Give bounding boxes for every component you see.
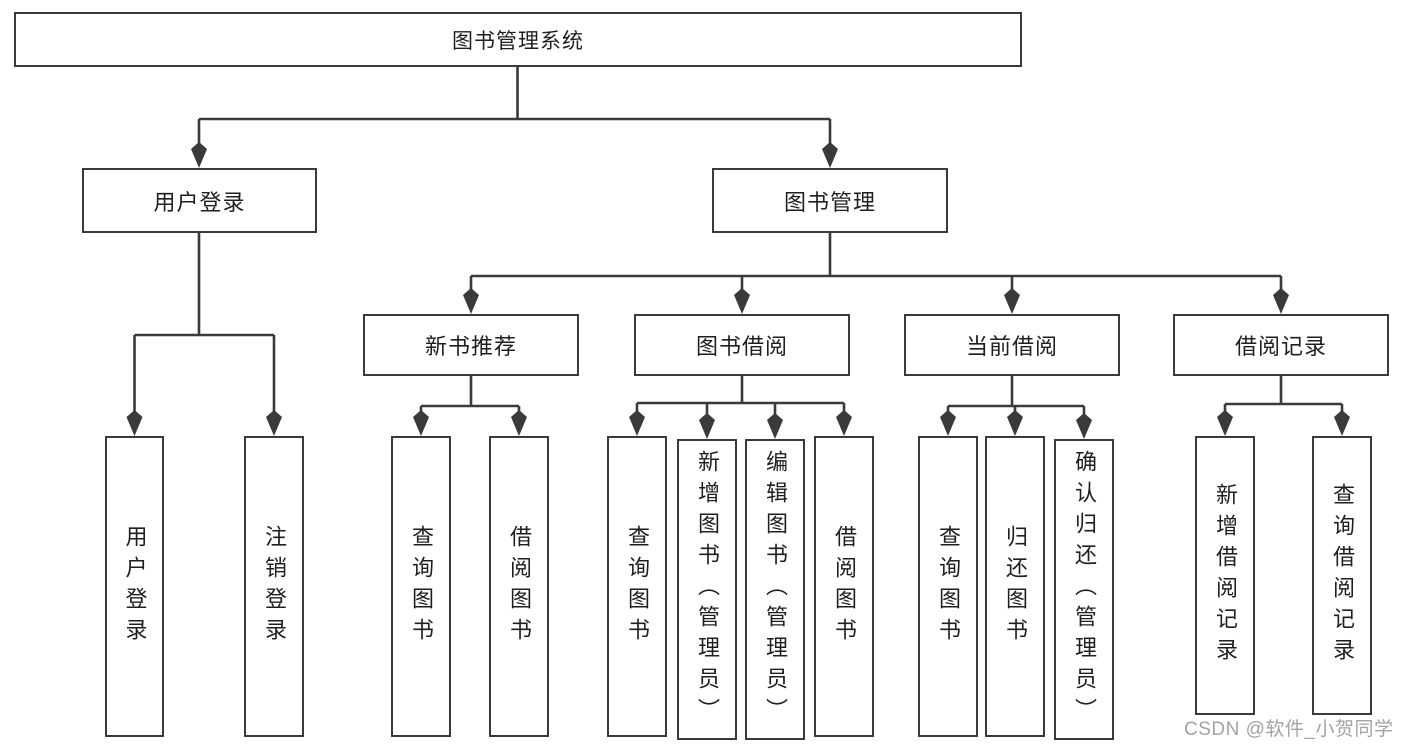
node-new-book-recommend: 新书推荐 [363, 314, 579, 376]
arrowhead-icon [1217, 410, 1233, 436]
edge-newbook-to-leaves [419, 376, 521, 418]
arrowhead-icon [767, 413, 783, 439]
arrowhead-icon [463, 288, 479, 314]
leaf-records-query-record: 查询借阅记录 [1312, 436, 1372, 715]
node-book-borrowing: 图书借阅 [634, 314, 850, 376]
arrowhead-icon [126, 410, 143, 436]
node-user-login: 用户登录 [82, 168, 317, 233]
arrowhead-icon [1007, 410, 1023, 436]
node-current-borrowing: 当前借阅 [904, 314, 1120, 376]
arrowhead-icon [1076, 413, 1092, 439]
leaf-label: 借阅图书 [507, 524, 532, 649]
arrowhead-icon [822, 142, 838, 168]
leaf-borrowing-add-book-admin: 新增图书（管理员） [677, 439, 737, 740]
node-book-management: 图书管理 [712, 168, 948, 233]
leaf-label: 查询图书 [409, 524, 434, 649]
arrowhead-icon [629, 410, 645, 436]
arrowhead-icon [699, 413, 715, 439]
leaf-borrowing-query-books: 查询图书 [607, 436, 667, 737]
arrowhead-icon [1334, 410, 1350, 436]
edge-root-to-level2 [197, 66, 832, 150]
leaf-label: 确认归还（管理员） [1072, 450, 1097, 729]
edge-mgmt-to-level3 [469, 233, 1283, 296]
leaf-label: 用户登录 [122, 524, 148, 649]
leaf-label: 查询图书 [625, 524, 650, 649]
leaf-label: 查询图书 [936, 524, 961, 649]
edge-records-to-leaves [1223, 376, 1344, 418]
arrowhead-icon [511, 410, 527, 436]
leaf-current-confirm-return-admin: 确认归还（管理员） [1054, 439, 1114, 740]
arrowhead-icon [1273, 288, 1289, 314]
leaf-label: 注销登录 [262, 524, 287, 649]
leaf-user-login: 用户登录 [105, 436, 164, 737]
leaf-label: 归还图书 [1003, 524, 1028, 649]
leaf-borrowing-edit-book-admin: 编辑图书（管理员） [745, 439, 805, 740]
arrowhead-icon [413, 410, 429, 436]
leaf-label: 查询借阅记录 [1330, 482, 1355, 669]
leaf-label: 新增借阅记录 [1213, 482, 1238, 669]
leaf-logout: 注销登录 [244, 436, 304, 737]
arrowhead-icon [266, 410, 282, 436]
leaf-label: 编辑图书（管理员） [763, 450, 788, 729]
edge-borrowing-to-leaves [635, 376, 846, 418]
leaf-newbook-borrow-books: 借阅图书 [489, 436, 549, 737]
arrowhead-icon [1004, 288, 1020, 314]
leaf-label: 借阅图书 [832, 524, 857, 649]
arrowhead-icon [836, 410, 852, 436]
edge-login-to-leaves [133, 233, 276, 418]
leaf-current-return-books: 归还图书 [985, 436, 1045, 737]
leaf-current-query-books: 查询图书 [918, 436, 978, 737]
arrowhead-icon [734, 288, 750, 314]
node-root: 图书管理系统 [14, 12, 1022, 67]
csdn-watermark: CSDN @软件_小贺同学 [1184, 719, 1394, 740]
leaf-label: 新增图书（管理员） [695, 450, 720, 729]
leaf-records-add-record: 新增借阅记录 [1195, 436, 1255, 715]
arrowhead-icon [940, 410, 956, 436]
leaf-borrowing-borrow-books: 借阅图书 [814, 436, 874, 737]
node-borrow-records: 借阅记录 [1173, 314, 1389, 376]
arrowhead-icon [191, 142, 207, 168]
leaf-newbook-query-books: 查询图书 [391, 436, 451, 737]
